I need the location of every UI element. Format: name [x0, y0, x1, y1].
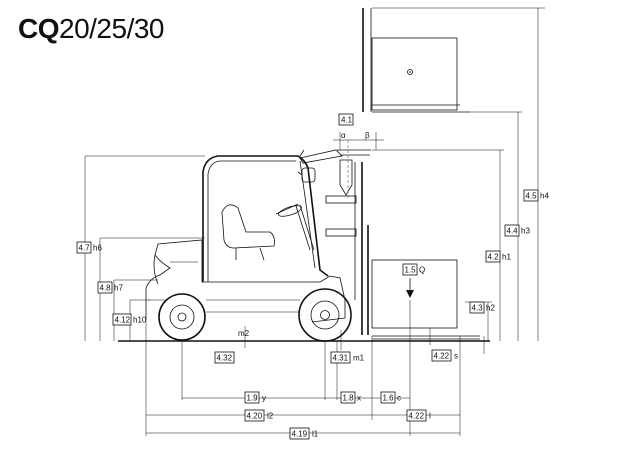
dim-4-8-h7: 4.8 h7: [97, 281, 123, 294]
dim-4-20-l2: 4.20 l2: [244, 409, 274, 422]
svg-text:4.7: 4.7: [79, 244, 91, 253]
svg-text:h2: h2: [486, 304, 495, 313]
lowered-load: [371, 259, 480, 340]
dim-1-6-c: 1.6 c: [380, 391, 401, 404]
dim-4-4-h3: 4.4 h3: [504, 224, 530, 237]
svg-text:h3: h3: [521, 227, 530, 236]
svg-text:1.8: 1.8: [343, 394, 355, 403]
svg-text:1.6: 1.6: [383, 394, 395, 403]
tilt-angle-markers: α β: [333, 131, 384, 150]
svg-text:l2: l2: [267, 412, 274, 421]
svg-text:4.32: 4.32: [217, 354, 233, 363]
raised-load: [362, 8, 470, 113]
m2-symbol: m2: [238, 329, 250, 338]
dim-4-22-s: 4.22 s: [431, 349, 458, 362]
svg-text:4.22: 4.22: [409, 412, 425, 421]
svg-text:4.2: 4.2: [488, 253, 500, 262]
dim-1-8-x: 1.8 x: [340, 391, 361, 404]
svg-text:h4: h4: [540, 192, 549, 201]
svg-text:c: c: [397, 394, 401, 403]
svg-text:h10: h10: [133, 316, 147, 325]
svg-text:h6: h6: [93, 244, 102, 253]
svg-text:4.19: 4.19: [292, 430, 308, 439]
title-models: 20/25/30: [59, 13, 165, 44]
left-dimension-lines: [84, 155, 205, 341]
svg-text:4.22: 4.22: [434, 352, 450, 361]
svg-text:s: s: [454, 352, 458, 361]
svg-text:x: x: [357, 394, 361, 403]
dim-1-9-y: 1.9 y: [244, 391, 266, 404]
svg-text:4.20: 4.20: [247, 412, 263, 421]
dim-4-12-h10: 4.12 h10: [112, 313, 147, 326]
svg-text:4.1: 4.1: [341, 116, 353, 125]
alpha-symbol: α: [341, 131, 346, 140]
svg-text:4.31: 4.31: [333, 354, 349, 363]
svg-text:y: y: [262, 394, 266, 403]
svg-text:1.9: 1.9: [247, 394, 259, 403]
svg-text:m1: m1: [353, 354, 365, 363]
svg-text:l1: l1: [312, 430, 319, 439]
svg-text:h1: h1: [502, 253, 511, 262]
dim-1-5-q: 1.5 Q: [402, 263, 425, 276]
svg-text:h7: h7: [114, 284, 123, 293]
svg-text:4.12: 4.12: [115, 316, 131, 325]
rear-wheel: [158, 293, 206, 341]
svg-text:l: l: [429, 412, 431, 421]
svg-text:4.5: 4.5: [526, 192, 538, 201]
dim-4-5-h4: 4.5 h4: [523, 189, 549, 202]
beta-symbol: β: [365, 131, 370, 140]
svg-text:4.3: 4.3: [472, 304, 484, 313]
page-title: CQ20/25/30: [18, 12, 165, 46]
front-wheel: [298, 288, 352, 342]
right-dimension-lines: [372, 7, 545, 354]
svg-text:1.5: 1.5: [405, 266, 417, 275]
title-prefix: CQ: [18, 13, 60, 44]
dim-4-31-m1: 4.31 m1: [330, 351, 365, 364]
dim-4-2-h1: 4.2 h1: [485, 250, 511, 263]
dim-4-32: 4.32: [214, 351, 235, 364]
svg-text:4.8: 4.8: [100, 284, 112, 293]
mast: [299, 140, 371, 335]
dim-4-19-l1: 4.19 l1: [289, 427, 319, 440]
dim-4-3-h2: 4.3 h2: [469, 301, 495, 314]
dim-4-22-l: 4.22 l: [406, 409, 431, 422]
dim-4-7-h6: 4.7 h6: [76, 241, 102, 254]
svg-text:Q: Q: [419, 266, 425, 275]
dim-4-1: 4.1: [338, 113, 354, 126]
svg-text:4.4: 4.4: [507, 227, 519, 236]
truck-body: [145, 149, 346, 323]
